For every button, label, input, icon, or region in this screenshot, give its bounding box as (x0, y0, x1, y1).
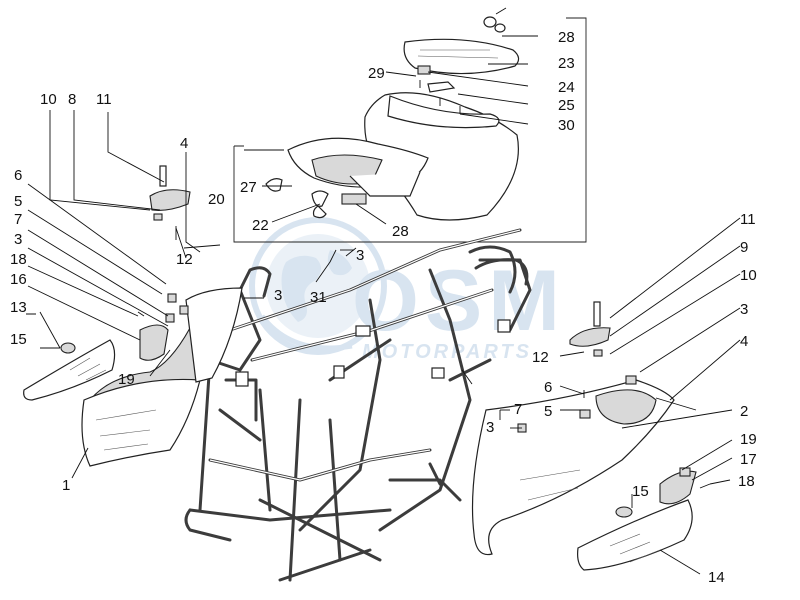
left-rubber (60, 342, 76, 354)
compartment-clip (341, 193, 367, 205)
callout-23: 23 (558, 55, 575, 72)
left-pad (139, 324, 169, 361)
leader-lines (26, 35, 741, 575)
callout-20: 20 (208, 191, 225, 208)
callout-10-left: 10 (40, 91, 57, 108)
callout-19-right: 19 (740, 431, 757, 448)
seat-bracket (427, 81, 456, 93)
callout-4-left: 4 (180, 135, 188, 152)
callout-27: 27 (240, 179, 257, 196)
right-pad (659, 470, 697, 505)
callout-3-mid: 3 (356, 247, 364, 264)
callout-19-left: 19 (118, 371, 135, 388)
right-footrest-cover (577, 499, 693, 571)
latch (417, 65, 431, 75)
left-footrest-cover (23, 339, 116, 401)
callout-16: 16 (10, 271, 27, 288)
watermark: OSM MOTORPARTS (249, 217, 560, 363)
seat-cover-plate (403, 38, 520, 75)
callout-9: 9 (740, 239, 748, 256)
callout-11-right: 11 (740, 211, 756, 228)
callout-10-right: 10 (740, 267, 757, 284)
callout-5-right: 5 (544, 403, 552, 420)
callout-8: 8 (68, 91, 76, 108)
callout-14: 14 (708, 569, 725, 586)
callout-3-right2: 3 (486, 419, 494, 436)
callout-29: 29 (368, 65, 385, 82)
callout-13: 13 (10, 299, 27, 316)
right-handle (569, 301, 611, 357)
scooter-frame (184, 228, 532, 582)
callout-7-right: 7 (514, 401, 522, 418)
callout-3-right: 3 (740, 301, 748, 318)
callout-3-left2: 3 (274, 287, 282, 304)
callout-3-left: 3 (14, 231, 22, 248)
watermark-tagline: MOTORPARTS (362, 341, 532, 363)
callout-7-left: 7 (14, 211, 22, 228)
callout-5-left: 5 (14, 193, 22, 210)
left-side-panel (23, 213, 243, 467)
right-side-panel (471, 375, 711, 571)
storage-compartment (244, 137, 429, 219)
callout-28-mid: 28 (392, 223, 409, 240)
callout-15-left: 15 (10, 331, 27, 348)
globe-logo-icon (249, 217, 387, 355)
right-rubber (615, 506, 633, 518)
callout-11-left: 11 (96, 91, 112, 108)
group-20-bracket (233, 17, 587, 243)
callout-18-right: 18 (738, 473, 755, 490)
callout-30: 30 (558, 117, 575, 134)
callout-labels: 28 23 24 25 30 29 20 27 22 28 3 31 10 8 … (10, 29, 757, 586)
callout-6-left: 6 (14, 167, 22, 184)
callout-12-right: 12 (532, 349, 549, 366)
callout-2: 2 (740, 403, 748, 420)
seat-spring (483, 7, 507, 33)
left-handle (149, 165, 191, 211)
callout-12-left: 12 (176, 251, 193, 268)
callout-18-left: 18 (10, 251, 27, 268)
callout-28-top: 28 (558, 29, 575, 46)
callout-6-right: 6 (544, 379, 552, 396)
callout-24: 24 (558, 79, 575, 96)
callout-17: 17 (740, 451, 757, 468)
callout-22: 22 (252, 217, 269, 234)
callout-15-right: 15 (632, 483, 649, 500)
callout-31: 31 (310, 289, 327, 306)
callout-1: 1 (62, 477, 70, 494)
callout-4-right: 4 (740, 333, 748, 350)
callout-25: 25 (558, 97, 575, 114)
